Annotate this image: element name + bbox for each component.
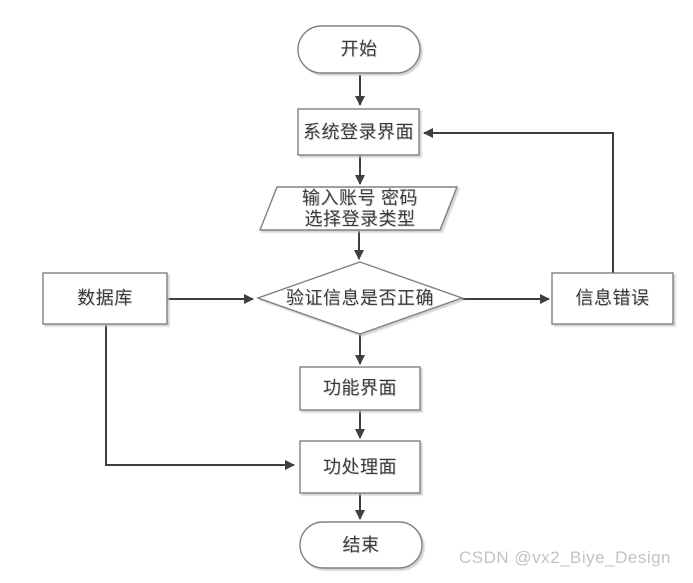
end-node-shape [299, 521, 423, 569]
connector-error-login-loop [423, 128, 614, 273]
function-node-shape [299, 366, 421, 411]
error-node-shape [551, 272, 674, 325]
process-node-shape [299, 440, 421, 494]
verify-node-shape [255, 261, 465, 335]
login-node-shape [297, 108, 420, 156]
csdn-watermark: CSDN @vx2_Biye_Design [459, 548, 672, 567]
connector-database-process [105, 324, 295, 470]
input-node-shape [258, 186, 459, 231]
database-node-shape [42, 272, 168, 325]
start-node-shape [297, 25, 421, 74]
